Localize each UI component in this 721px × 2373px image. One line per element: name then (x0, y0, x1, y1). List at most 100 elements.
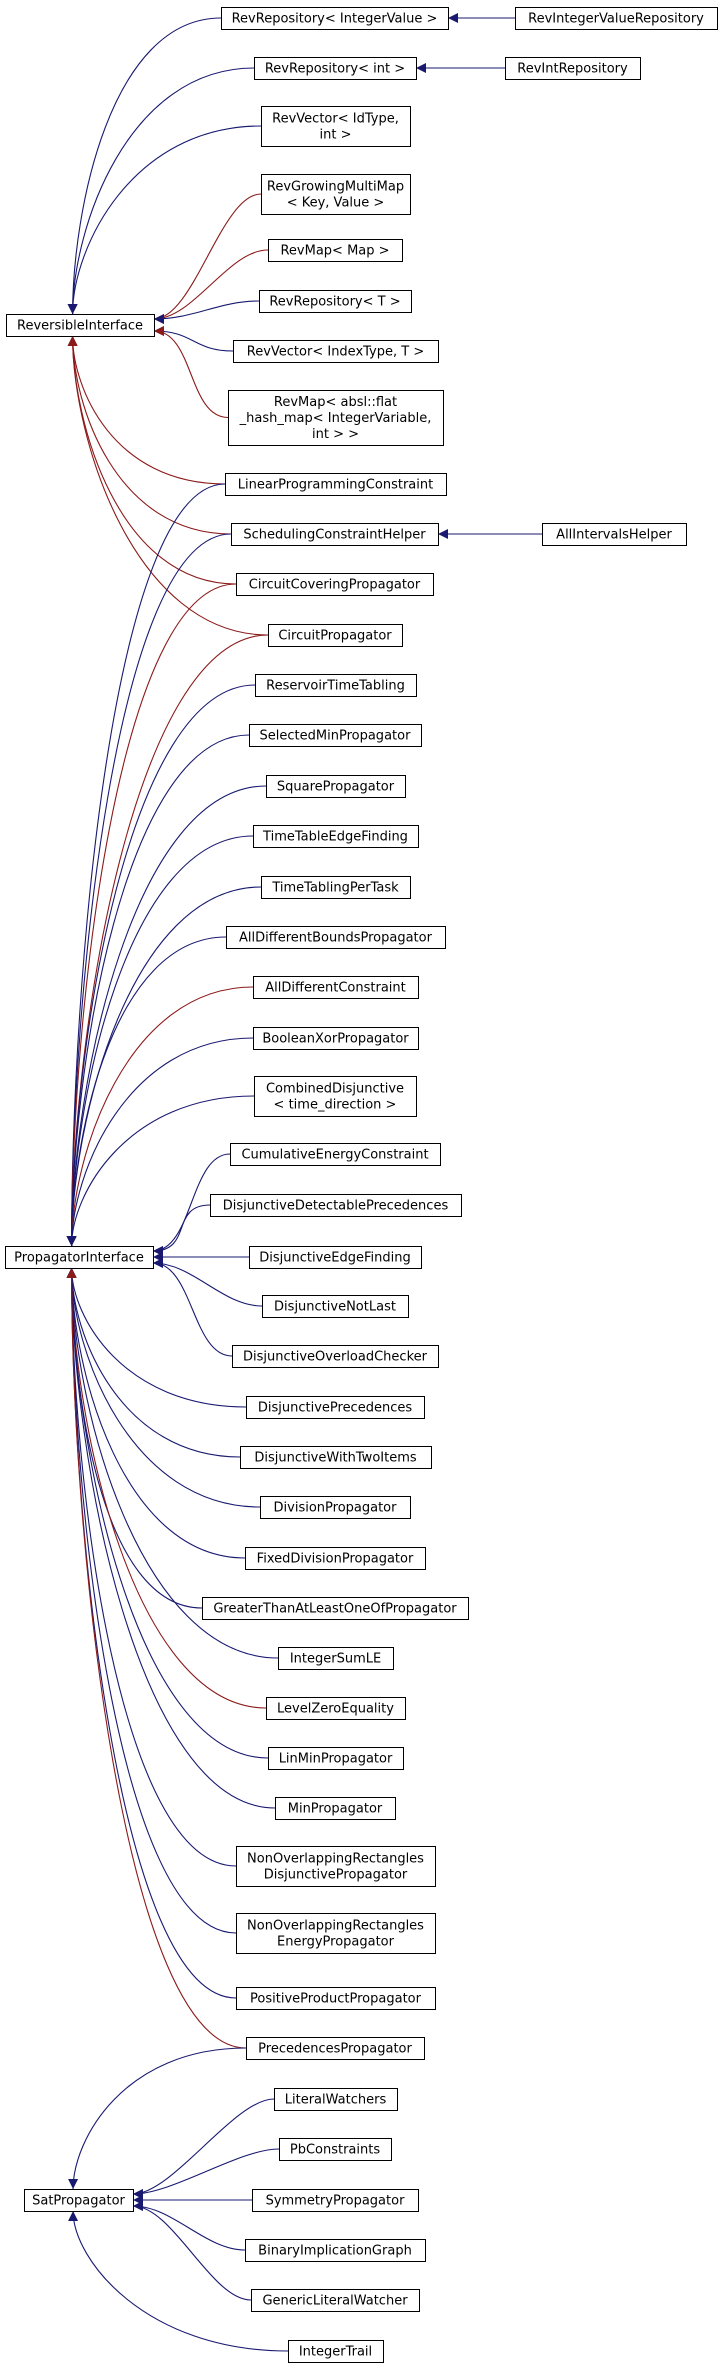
edge-linear-programming-constraint-to-reversible-interface (67, 335, 226, 485)
class-node-fixed-division-propagator[interactable]: FixedDivisionPropagator (245, 1547, 426, 1570)
class-box (254, 57, 417, 80)
edge-precedences-propagator-to-propagator-interface (66, 1267, 247, 2049)
class-node-non-overlapping-rectangles-disjunctive[interactable]: NonOverlappingRectanglesDisjunctivePropa… (236, 1846, 436, 1887)
class-node-square-propagator[interactable]: SquarePropagator (266, 775, 406, 798)
class-box (505, 57, 641, 80)
class-label: DisjunctivePropagator (264, 1868, 408, 1883)
class-node-rev-growing-multimap[interactable]: RevGrowingMultiMap< Key, Value > (261, 174, 411, 215)
class-label: CumulativeEnergyConstraint (241, 1148, 428, 1163)
class-node-binary-implication-graph[interactable]: BinaryImplicationGraph (245, 2239, 426, 2262)
class-label: SelectedMinPropagator (260, 729, 412, 744)
class-box (266, 775, 406, 798)
class-box (268, 239, 403, 262)
class-node-lin-min-propagator[interactable]: LinMinPropagator (268, 1747, 404, 1770)
class-box (236, 1913, 436, 1954)
class-node-integer-trail[interactable]: IntegerTrail (288, 2340, 384, 2363)
class-label: SquarePropagator (277, 780, 395, 795)
class-box (268, 624, 403, 647)
class-node-circuit-propagator[interactable]: CircuitPropagator (268, 624, 403, 647)
class-box (253, 825, 419, 848)
class-box (279, 2138, 392, 2161)
class-label: FixedDivisionPropagator (257, 1552, 414, 1567)
class-node-pb-constraints[interactable]: PbConstraints (279, 2138, 392, 2161)
class-box (6, 314, 155, 337)
class-node-min-propagator[interactable]: MinPropagator (275, 1797, 396, 1820)
class-node-all-intervals-helper[interactable]: AllIntervalsHelper (542, 523, 687, 546)
class-box (24, 2189, 134, 2212)
class-node-reservoir-time-tabling[interactable]: ReservoirTimeTabling (255, 674, 417, 697)
class-node-disjunctive-with-two-items[interactable]: DisjunctiveWithTwoItems (240, 1446, 432, 1469)
class-label: PrecedencesPropagator (258, 2042, 412, 2057)
class-node-boolean-xor-propagator[interactable]: BooleanXorPropagator (253, 1027, 419, 1050)
class-node-rev-vector-idtype[interactable]: RevVector< IdType,int > (261, 106, 411, 147)
class-node-rev-repository-t[interactable]: RevRepository< T > (259, 290, 412, 313)
class-node-precedences-propagator[interactable]: PrecedencesPropagator (246, 2037, 425, 2060)
class-node-disjunctive-overload-checker[interactable]: DisjunctiveOverloadChecker (232, 1345, 439, 1368)
class-label: MinPropagator (288, 1802, 383, 1817)
class-node-disjunctive-not-last[interactable]: DisjunctiveNotLast (262, 1295, 409, 1318)
class-node-positive-product-propagator[interactable]: PositiveProductPropagator (236, 1987, 436, 2010)
class-box (225, 473, 447, 496)
class-box (231, 523, 439, 546)
class-node-greater-than-at-least-one-of-propagator[interactable]: GreaterThanAtLeastOneOfPropagator (202, 1597, 469, 1620)
class-node-disjunctive-detectable-precedences[interactable]: DisjunctiveDetectablePrecedences (210, 1194, 462, 1217)
class-node-combined-disjunctive[interactable]: CombinedDisjunctive< time_direction > (254, 1076, 417, 1117)
class-node-scheduling-constraint-helper[interactable]: SchedulingConstraintHelper (231, 523, 439, 546)
class-label: RevRepository< T > (269, 295, 400, 310)
class-label: CombinedDisjunctive (266, 1082, 404, 1097)
edge-binary-implication-graph-to-sat-propagator (132, 2201, 246, 2251)
class-label: AllDifferentBoundsPropagator (239, 931, 433, 946)
class-label: RevGrowingMultiMap (267, 180, 404, 195)
class-node-sat-propagator[interactable]: SatPropagator (24, 2189, 134, 2212)
class-node-rev-map-map[interactable]: RevMap< Map > (268, 239, 403, 262)
class-node-division-propagator[interactable]: DivisionPropagator (260, 1496, 411, 1519)
class-box (249, 1246, 422, 1269)
class-box (5, 1246, 154, 1269)
class-node-cumulative-energy-constraint[interactable]: CumulativeEnergyConstraint (230, 1143, 441, 1166)
class-node-disjunctive-precedences[interactable]: DisjunctivePrecedences (246, 1396, 425, 1419)
class-node-all-different-bounds-propagator[interactable]: AllDifferentBoundsPropagator (226, 926, 446, 949)
class-node-linear-programming-constraint[interactable]: LinearProgrammingConstraint (225, 473, 447, 496)
class-node-rev-repository-integer-value[interactable]: RevRepository< IntegerValue > (221, 7, 449, 30)
class-label: CircuitPropagator (278, 629, 392, 644)
class-node-symmetry-propagator[interactable]: SymmetryPropagator (252, 2189, 419, 2212)
class-box (254, 1076, 417, 1117)
edge-disjunctive-precedences-to-propagator-interface (66, 1267, 247, 1408)
class-node-level-zero-equality[interactable]: LevelZeroEquality (266, 1697, 406, 1720)
class-node-rev-map-flat-hash[interactable]: RevMap< absl::flat_hash_map< IntegerVari… (228, 390, 444, 446)
class-label: DisjunctivePrecedences (258, 1401, 412, 1416)
class-node-integer-sum-le[interactable]: IntegerSumLE (278, 1647, 394, 1670)
class-box (245, 1547, 426, 1570)
class-box (230, 1143, 441, 1166)
class-label: SatPropagator (32, 2194, 125, 2209)
class-node-propagator-interface[interactable]: PropagatorInterface (5, 1246, 154, 1269)
class-node-literal-watchers[interactable]: LiteralWatchers (274, 2088, 398, 2111)
class-node-time-table-edge-finding[interactable]: TimeTableEdgeFinding (253, 825, 419, 848)
class-node-time-tabling-per-task[interactable]: TimeTablingPerTask (261, 876, 411, 899)
edge-rev-vector-idtype-to-reversible-interface (67, 125, 262, 315)
edge-disjunctive-overload-checker-to-propagator-interface (152, 1258, 233, 1357)
edge-non-overlapping-rectangles-disjunctive-to-propagator-interface (66, 1267, 237, 1867)
class-box (236, 573, 434, 596)
class-node-reversible-interface[interactable]: ReversibleInterface (6, 314, 155, 337)
edge-circuit-covering-propagator-to-reversible-interface (67, 335, 237, 585)
class-node-disjunctive-edge-finding[interactable]: DisjunctiveEdgeFinding (249, 1246, 422, 1269)
class-label: int > (320, 128, 352, 143)
edge-rev-repository-integer-value-to-reversible-interface (67, 17, 222, 315)
class-node-rev-repository-int[interactable]: RevRepository< int > (254, 57, 417, 80)
class-label: RevIntRepository (517, 62, 628, 77)
class-box (261, 174, 411, 215)
class-node-selected-min-propagator[interactable]: SelectedMinPropagator (249, 724, 422, 747)
class-label: TimeTablingPerTask (271, 881, 399, 896)
class-node-all-different-constraint[interactable]: AllDifferentConstraint (253, 976, 419, 999)
class-node-circuit-covering-propagator[interactable]: CircuitCoveringPropagator (236, 573, 434, 596)
class-label: PbConstraints (290, 2143, 380, 2158)
class-node-rev-integer-value-repository[interactable]: RevIntegerValueRepository (515, 7, 718, 30)
class-label: LinMinPropagator (279, 1752, 393, 1767)
class-node-rev-int-repository[interactable]: RevIntRepository (505, 57, 641, 80)
class-label: ReversibleInterface (17, 319, 143, 334)
class-node-rev-vector-indextype[interactable]: RevVector< IndexType, T > (233, 340, 439, 363)
class-box (542, 523, 687, 546)
class-node-generic-literal-watcher[interactable]: GenericLiteralWatcher (251, 2289, 420, 2312)
